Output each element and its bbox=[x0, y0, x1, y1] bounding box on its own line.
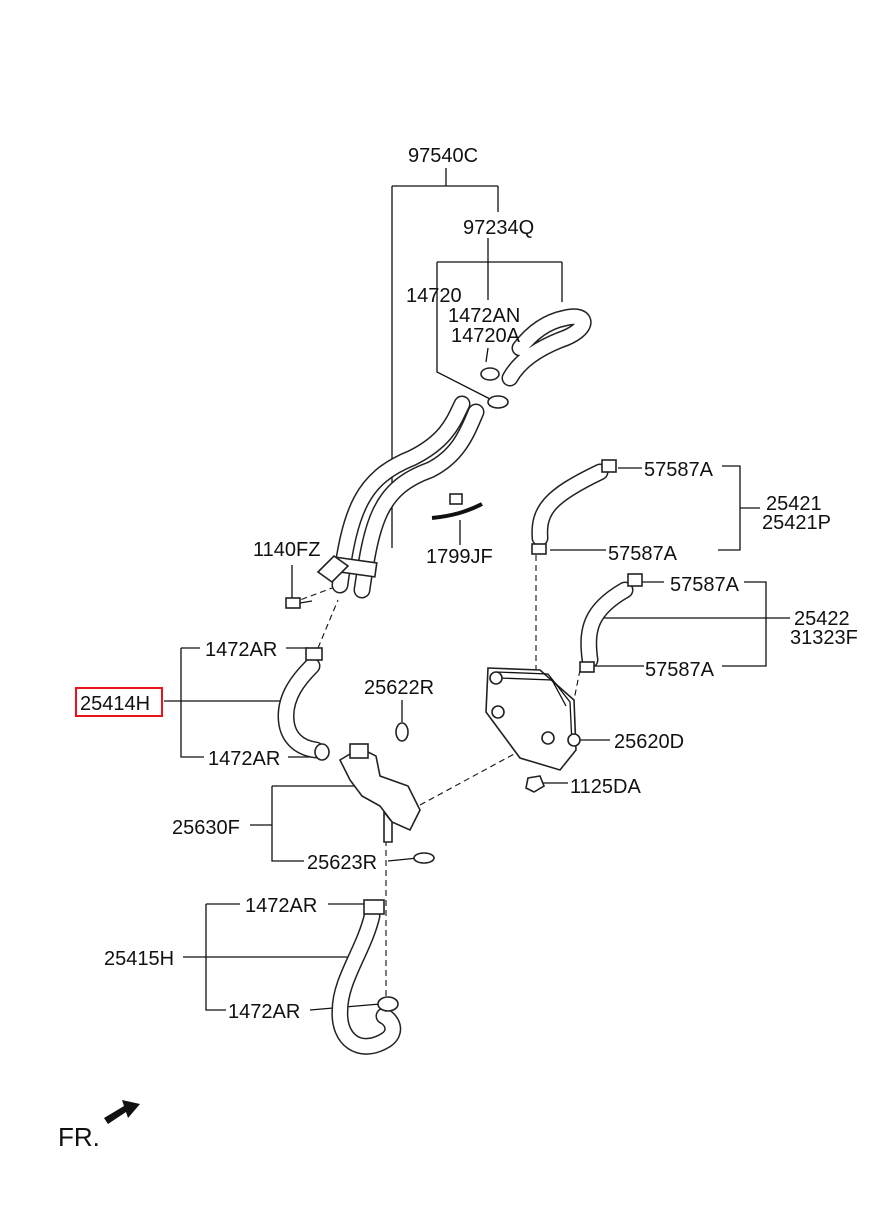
label-1125DA: 1125DA bbox=[570, 776, 641, 798]
label-1472AR-fourth: 1472AR bbox=[228, 1001, 300, 1023]
front-direction-arrow-icon bbox=[104, 1100, 140, 1124]
label-25422: 25422 bbox=[794, 608, 850, 630]
hose-97234Q bbox=[480, 308, 592, 409]
part-labels: 97540C 97234Q 14720 1472AN 14720A 57587A… bbox=[58, 145, 858, 1152]
fitting-25630F bbox=[338, 743, 435, 864]
hose-25422 bbox=[579, 573, 643, 673]
label-14720: 14720 bbox=[406, 285, 462, 307]
heater-hose-upper bbox=[316, 395, 485, 599]
bolt-1140FZ bbox=[285, 597, 313, 609]
hose-25415H bbox=[331, 899, 402, 1055]
label-1472AR-upper: 1472AR bbox=[205, 639, 277, 661]
front-direction-label: FR. bbox=[58, 1122, 100, 1152]
oring-25622R bbox=[395, 722, 409, 742]
label-25622R: 25622R bbox=[364, 677, 434, 699]
label-25620D: 25620D bbox=[614, 731, 684, 753]
label-1799JF: 1799JF bbox=[426, 546, 493, 568]
label-25414H: 25414H bbox=[80, 693, 150, 715]
leader-lines bbox=[164, 168, 790, 1011]
label-57587A-third: 57587A bbox=[670, 574, 740, 596]
label-57587A-second: 57587A bbox=[608, 543, 678, 565]
nut-1125DA bbox=[525, 775, 545, 793]
label-14720A: 14720A bbox=[451, 325, 521, 347]
label-25623R: 25623R bbox=[307, 852, 377, 874]
label-1472AR-third: 1472AR bbox=[245, 895, 317, 917]
label-25630F: 25630F bbox=[172, 817, 240, 839]
label-1140FZ: 1140FZ bbox=[253, 539, 320, 561]
label-1472AR-lower: 1472AR bbox=[208, 748, 280, 770]
label-1472AN: 1472AN bbox=[448, 305, 520, 327]
hose-25421 bbox=[531, 459, 617, 555]
hose-25414H bbox=[277, 647, 330, 761]
label-97234Q: 97234Q bbox=[463, 217, 534, 239]
clip-1799JF bbox=[431, 493, 483, 520]
label-25421: 25421 bbox=[766, 493, 822, 515]
label-31323F: 31323F bbox=[790, 627, 858, 649]
label-57587A-top: 57587A bbox=[644, 459, 714, 481]
label-25421P: 25421P bbox=[762, 512, 831, 534]
label-57587A-bottom: 57587A bbox=[645, 659, 715, 681]
label-25415H: 25415H bbox=[104, 948, 174, 970]
label-97540C: 97540C bbox=[408, 145, 478, 167]
part-highlight-box bbox=[75, 687, 163, 717]
oil-cooler-25620D bbox=[485, 667, 581, 771]
